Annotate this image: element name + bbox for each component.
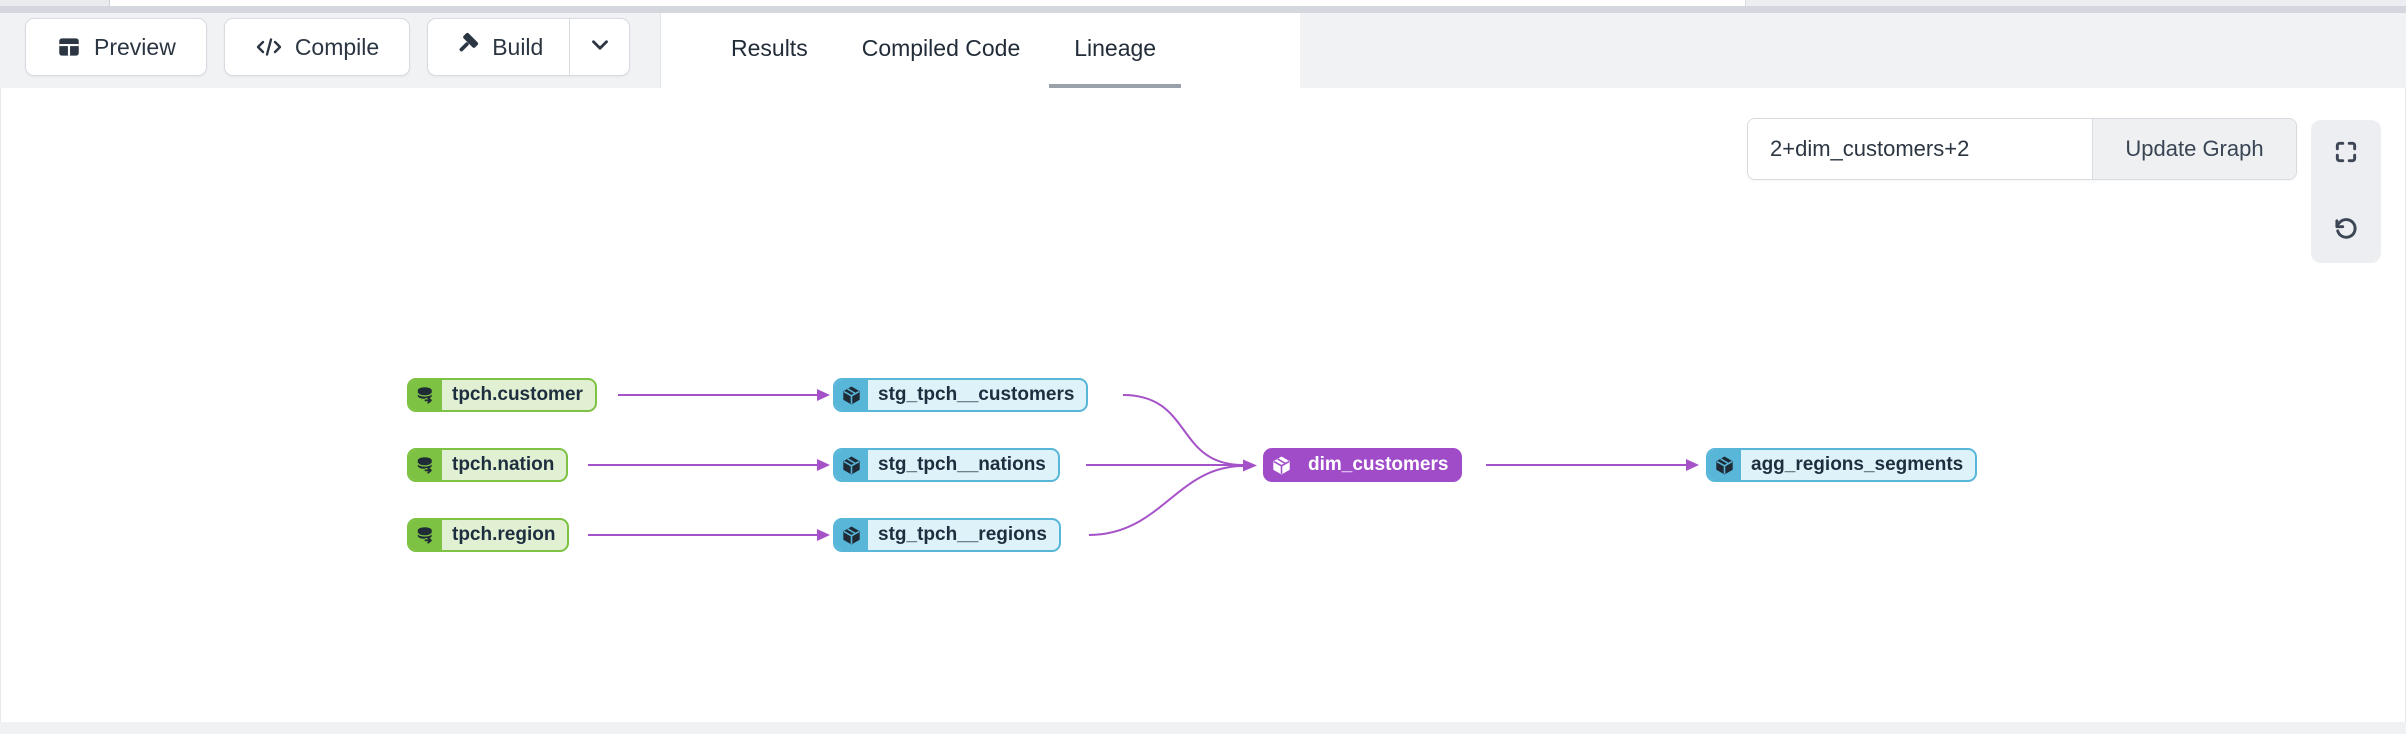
top-edge-right-segment (1745, 0, 2406, 6)
tab-results-label: Results (731, 35, 808, 61)
lineage-edges (588, 389, 1699, 541)
build-split-button: Build (427, 18, 631, 76)
node-dim-customers[interactable]: dim_customers (1263, 448, 1463, 482)
lineage-graph-canvas[interactable]: tpch.customer tpch.nation (0, 88, 2406, 722)
chevron-down-icon (587, 32, 613, 63)
node-label: stg_tpch__customers (878, 384, 1075, 405)
node-label: agg_regions_segments (1751, 454, 1964, 475)
results-tabs: Results Compiled Code Lineage (660, 13, 1300, 88)
compile-button[interactable]: Compile (223, 18, 411, 76)
cube-icon (835, 450, 868, 480)
build-menu-button[interactable] (569, 19, 629, 75)
cube-icon (835, 520, 868, 550)
tab-compiled-code-label: Compiled Code (861, 35, 1021, 61)
node-label: tpch.nation (452, 454, 555, 475)
node-label: dim_customers (1308, 454, 1449, 475)
reset-view-button[interactable] (2330, 214, 2362, 246)
node-label: tpch.region (452, 524, 556, 545)
node-stg-tpch-regions[interactable]: stg_tpch__regions (833, 518, 1061, 552)
node-label: stg_tpch__regions (878, 524, 1047, 545)
database-icon (409, 520, 442, 550)
preview-button-label: Preview (94, 33, 176, 60)
cube-icon (835, 380, 868, 410)
table-grid-icon (56, 34, 82, 60)
graph-selector-group: Update Graph (1747, 118, 2297, 180)
tab-compiled-code[interactable]: Compiled Code (837, 13, 1046, 88)
node-agg-regions-segments[interactable]: agg_regions_segments (1706, 448, 1978, 482)
database-icon (409, 450, 442, 480)
fullscreen-icon (2333, 139, 2359, 168)
top-edge-left-segment (0, 0, 110, 6)
graph-view-controls (2311, 120, 2381, 263)
node-tpch-customer[interactable]: tpch.customer (407, 378, 597, 412)
node-stg-tpch-nations[interactable]: stg_tpch__nations (833, 448, 1060, 482)
bottom-panel-toolbar: Preview Compile (0, 13, 2406, 88)
action-buttons: Preview Compile (25, 18, 631, 76)
node-tpch-nation[interactable]: tpch.nation (407, 448, 569, 482)
tab-lineage[interactable]: Lineage (1049, 13, 1182, 88)
tab-lineage-label: Lineage (1074, 35, 1157, 61)
build-button[interactable]: Build (428, 19, 569, 75)
bottom-edge-strip (0, 722, 2406, 734)
fullscreen-button[interactable] (2330, 137, 2362, 169)
preview-button[interactable]: Preview (25, 18, 207, 76)
cube-icon (1708, 450, 1741, 480)
node-label: stg_tpch__nations (878, 454, 1046, 475)
node-label: tpch.customer (452, 384, 583, 405)
reset-view-icon (2332, 215, 2360, 246)
update-graph-button[interactable]: Update Graph (2092, 119, 2296, 179)
cube-icon (1265, 450, 1298, 480)
database-icon (409, 380, 442, 410)
tab-results[interactable]: Results (706, 13, 833, 88)
node-tpch-region[interactable]: tpch.region (407, 518, 570, 552)
graph-selector-input[interactable] (1748, 119, 2092, 179)
node-stg-tpch-customers[interactable]: stg_tpch__customers (833, 378, 1089, 412)
hammer-icon (454, 31, 480, 63)
compile-button-label: Compile (294, 33, 380, 60)
build-button-label: Build (492, 33, 544, 60)
panel-resize-divider[interactable] (0, 6, 2406, 13)
code-icon (255, 34, 283, 60)
top-edge-strip (0, 0, 2406, 6)
